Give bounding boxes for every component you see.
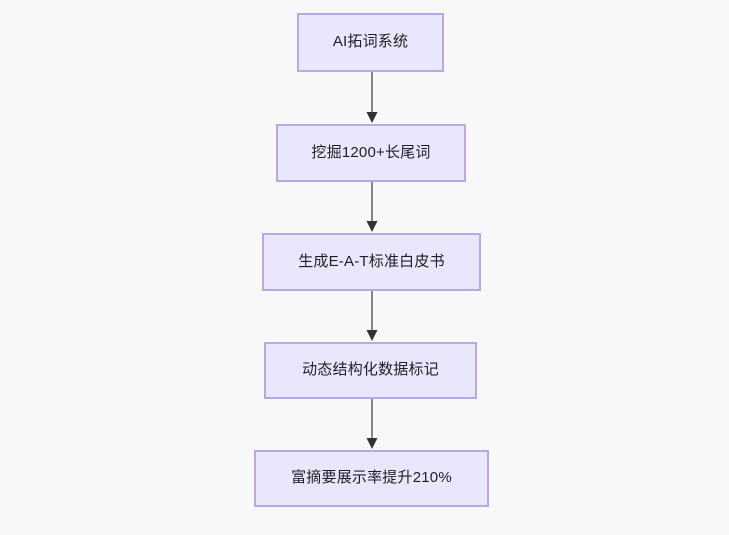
flow-node-mine-longtail-keywords[interactable]: 挖掘1200+长尾词 xyxy=(276,124,466,182)
flow-node-generate-eat-whitepaper[interactable]: 生成E-A-T标准白皮书 xyxy=(262,233,481,291)
flow-node-label: 富摘要展示率提升210% xyxy=(291,469,452,487)
flow-node-label: AI拓词系统 xyxy=(332,33,409,51)
flow-node-rich-snippet-impression-lift[interactable]: 富摘要展示率提升210% xyxy=(254,450,489,507)
flow-node-dynamic-structured-data-markup[interactable]: 动态结构化数据标记 xyxy=(264,342,477,399)
flow-edge-1 xyxy=(362,72,382,124)
flow-node-ai-keyword-system[interactable]: AI拓词系统 xyxy=(297,13,444,72)
flow-edge-4 xyxy=(362,399,382,450)
flow-edge-3 xyxy=(362,291,382,342)
flow-node-label: 挖掘1200+长尾词 xyxy=(311,143,431,161)
flow-edge-2 xyxy=(362,182,382,233)
flow-node-label: 生成E-A-T标准白皮书 xyxy=(298,252,445,270)
flow-node-label: 动态结构化数据标记 xyxy=(302,361,439,379)
